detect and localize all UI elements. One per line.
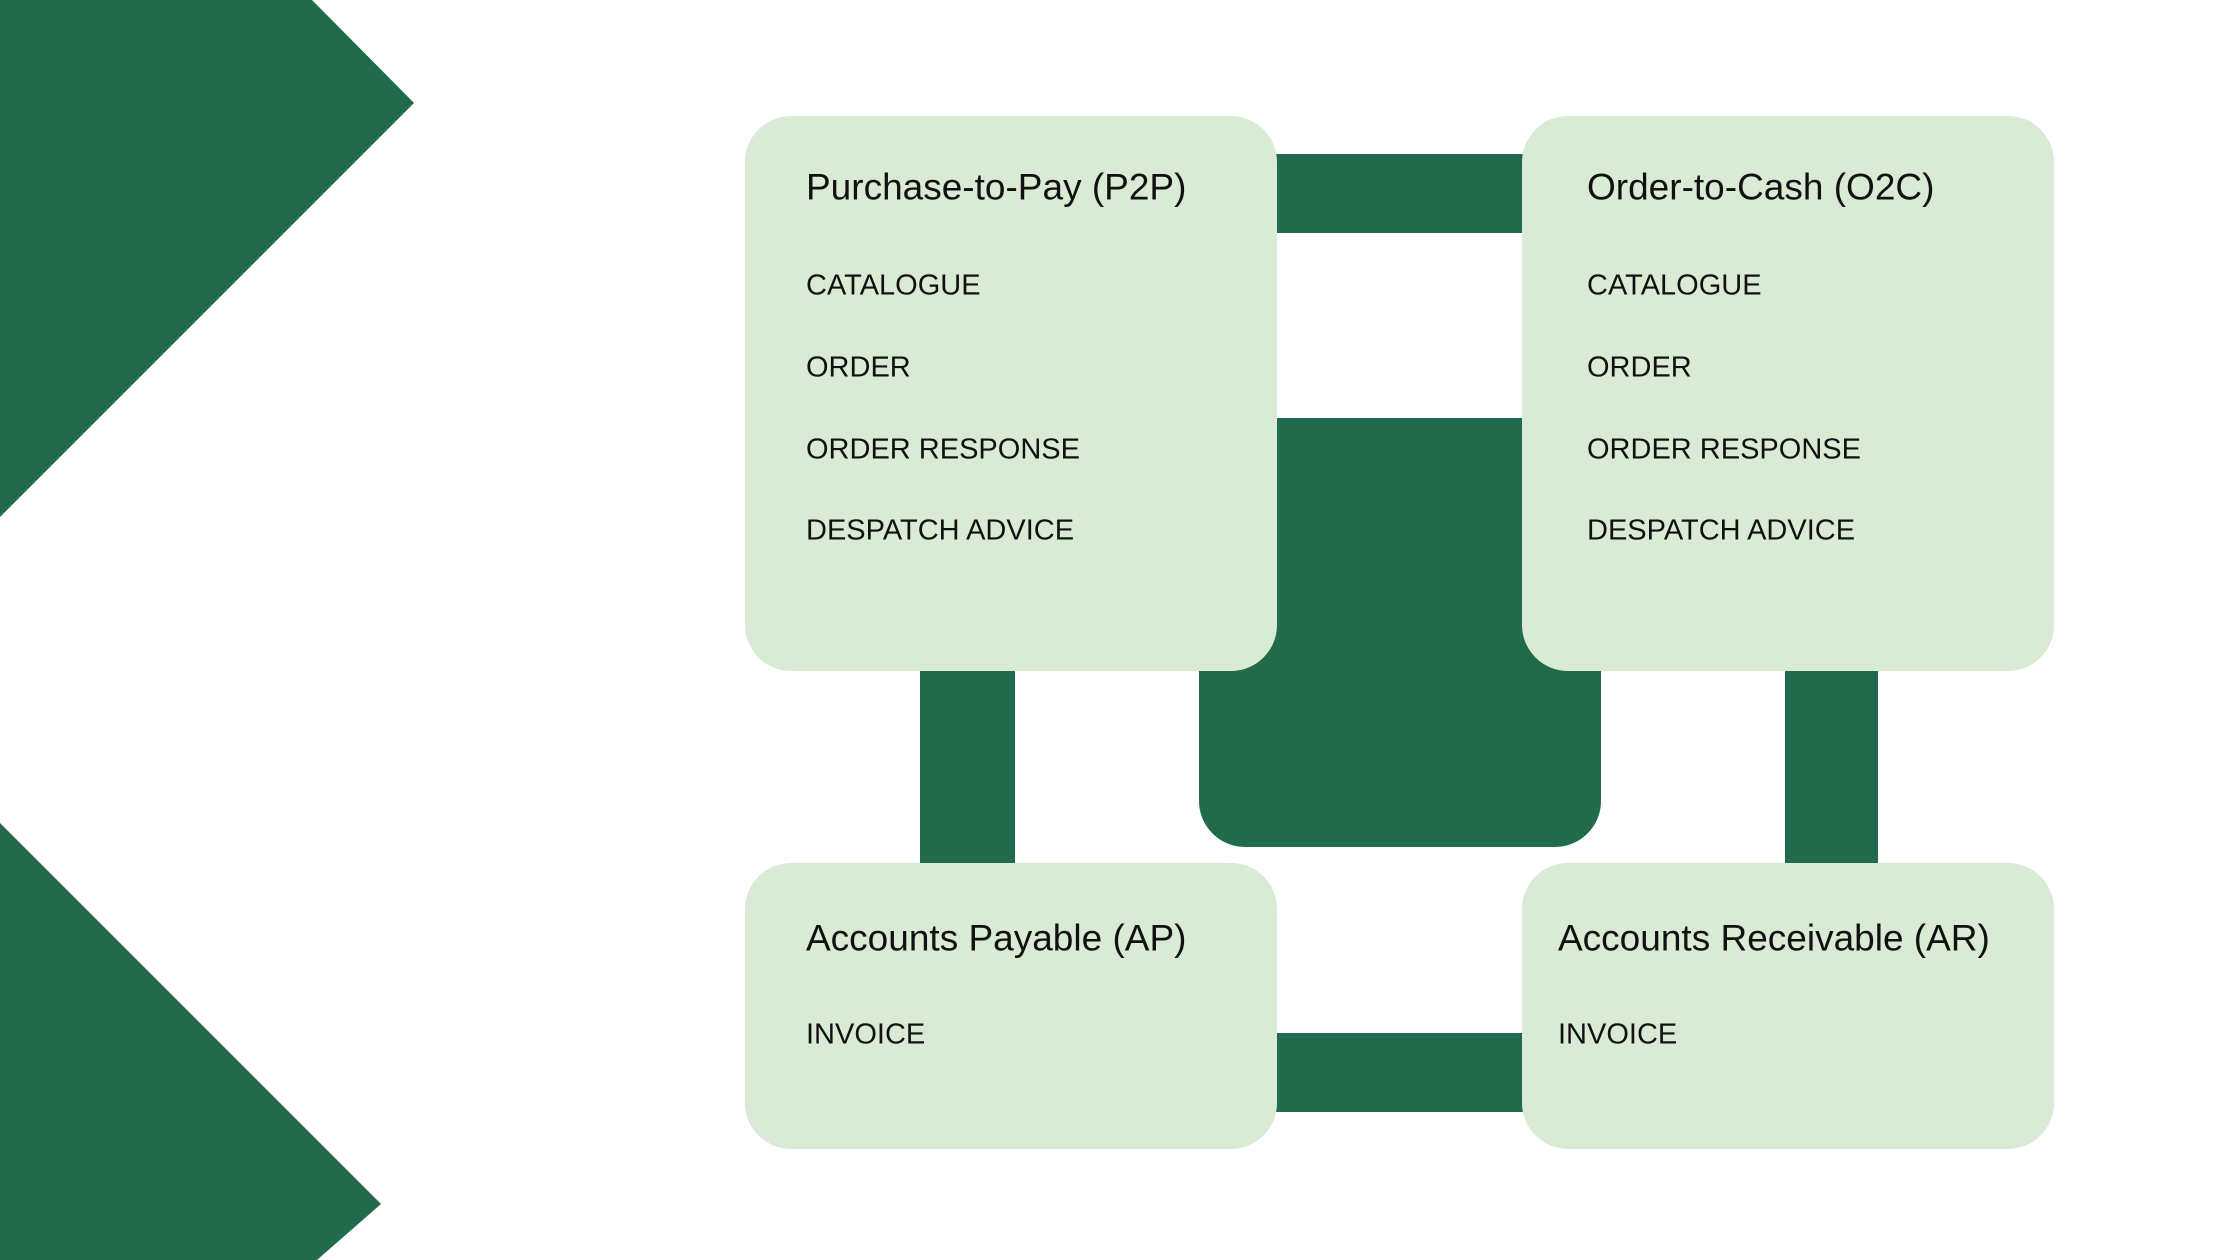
ap-item: INVOICE bbox=[806, 1018, 926, 1051]
p2p-item: DESPATCH ADVICE bbox=[806, 514, 1075, 547]
p2p-title: Purchase-to-Pay (P2P) bbox=[806, 166, 1187, 208]
ar-title: Accounts Receivable (AR) bbox=[1558, 917, 1990, 959]
o2c-title: Order-to-Cash (O2C) bbox=[1587, 166, 1935, 208]
p2p-item: CATALOGUE bbox=[806, 269, 981, 302]
p2p-item: ORDER bbox=[806, 351, 911, 384]
ar-item: INVOICE bbox=[1558, 1018, 1678, 1051]
ap-title: Accounts Payable (AP) bbox=[806, 917, 1187, 959]
o2c-item: ORDER RESPONSE bbox=[1587, 433, 1861, 466]
o2c-card: Order-to-Cash (O2C) CATALOGUE ORDER ORDE… bbox=[1522, 116, 2054, 671]
o2c-item: DESPATCH ADVICE bbox=[1587, 514, 1856, 547]
connector-right bbox=[1785, 660, 1878, 870]
ar-card: Accounts Receivable (AR) INVOICE bbox=[1522, 863, 2054, 1149]
o2c-item: CATALOGUE bbox=[1587, 269, 1762, 302]
ap-card: Accounts Payable (AP) INVOICE bbox=[745, 863, 1277, 1149]
p2p-item: ORDER RESPONSE bbox=[806, 433, 1080, 466]
connector-top bbox=[1270, 154, 1530, 233]
connector-left bbox=[920, 660, 1015, 870]
o2c-item: ORDER bbox=[1587, 351, 1692, 384]
connector-bottom bbox=[1270, 1033, 1530, 1112]
top-chevron-shape bbox=[0, 0, 414, 517]
bottom-chevron-shape bbox=[0, 823, 381, 1260]
p2p-card: Purchase-to-Pay (P2P) CATALOGUE ORDER OR… bbox=[745, 116, 1277, 671]
